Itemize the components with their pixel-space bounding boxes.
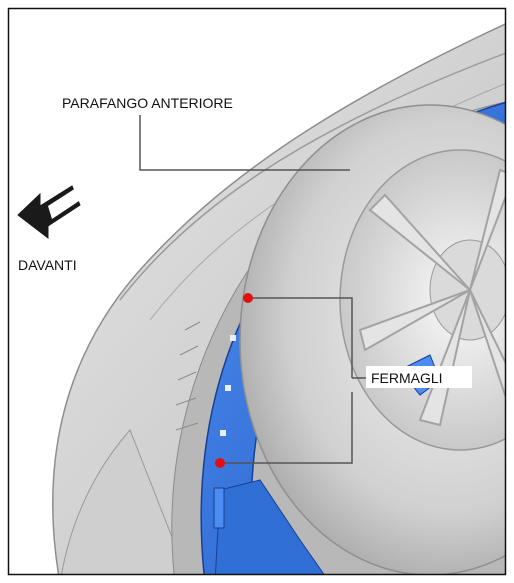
- label-front: DAVANTI: [18, 257, 77, 273]
- label-clips: FERMAGLI: [371, 370, 443, 386]
- red-dot-icon: [215, 458, 225, 468]
- red-dot-icon: [243, 293, 253, 303]
- label-fender: PARAFANGO ANTERIORE: [62, 95, 233, 111]
- arrow-left-icon: [18, 186, 82, 238]
